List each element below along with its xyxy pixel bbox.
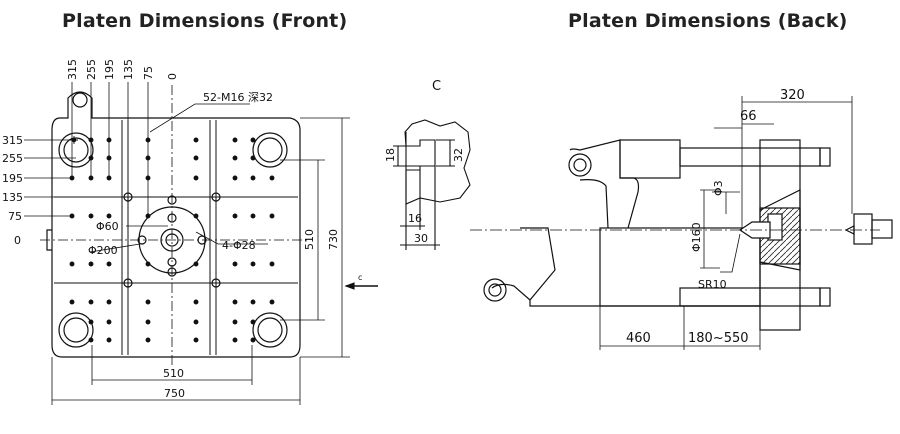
section-c: [344, 119, 471, 290]
dim-510-vertical: 510: [303, 229, 316, 250]
left-tick-135: 135: [2, 191, 23, 204]
top-tick-0: 0: [166, 73, 179, 80]
callout-4-d28: 4-Φ28: [222, 239, 256, 252]
c-arrow-label: c: [358, 273, 362, 282]
back-dimension-lines: [599, 96, 853, 350]
top-tick-135: 135: [122, 59, 135, 80]
dim-510-horizontal: 510: [163, 367, 184, 380]
dim-460: 460: [626, 331, 651, 346]
top-tick-315: 315: [66, 59, 79, 80]
back-platen: [470, 139, 893, 331]
tie-bar-holes: [58, 132, 288, 348]
dim-30: 30: [414, 232, 428, 245]
dim-66: 66: [740, 109, 757, 124]
section-c-text: C 18 32 16 30 c: [358, 79, 465, 282]
back-title: Platen Dimensions (Back): [568, 10, 848, 32]
dim-16: 16: [408, 212, 422, 225]
m16-hole-pattern: [69, 136, 275, 343]
section-c-label: C: [432, 79, 441, 94]
top-tick-255: 255: [85, 59, 98, 80]
left-tick-315: 315: [2, 134, 23, 147]
dim-180-550: 180~550: [688, 331, 749, 346]
left-tick-75: 75: [8, 210, 22, 223]
front-platen: [40, 85, 310, 365]
dim-320: 320: [780, 88, 805, 103]
front-dimension-lines: [24, 82, 350, 405]
front-dimension-text: 315 255 195 135 75 0 315 255 195 135 75 …: [2, 59, 340, 400]
callout-52-m16: 52-M16 深32: [203, 91, 273, 104]
dim-d160: Φ160: [690, 222, 703, 252]
dim-730: 730: [327, 229, 340, 250]
top-tick-75: 75: [142, 66, 155, 80]
left-tick-195: 195: [2, 172, 23, 185]
dim-18: 18: [384, 148, 397, 162]
dim-d3: Φ3: [712, 180, 725, 196]
left-tick-255: 255: [2, 152, 23, 165]
front-title: Platen Dimensions (Front): [62, 10, 348, 32]
dim-32: 32: [452, 148, 465, 162]
back-dimension-text: 320 66 Φ3 Φ160 SR10 460 180~550: [626, 88, 805, 346]
label-d60: Φ60: [96, 220, 119, 233]
top-tick-195: 195: [103, 59, 116, 80]
left-tick-0: 0: [14, 234, 21, 247]
label-d200: Φ200: [88, 244, 118, 257]
dim-sr10: SR10: [698, 278, 727, 291]
dim-750: 750: [164, 387, 185, 400]
